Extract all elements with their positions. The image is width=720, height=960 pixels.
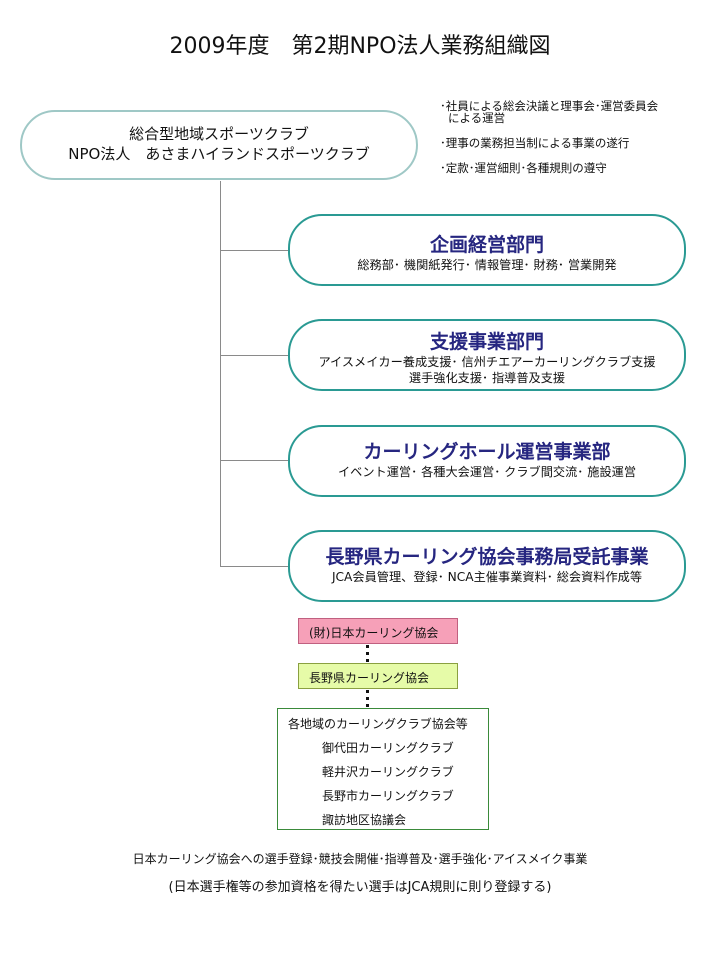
governance-notes: ･社員による総会決議と理事会･運営委員会 による運営 ･理事の業務担当制による事…	[440, 100, 658, 187]
dotted-connector	[366, 645, 372, 662]
department-desc: 選手強化支援･ 指導普及支援	[408, 371, 566, 385]
root-organization-box: 総合型地域スポーツクラブ NPO法人 あさまハイランドスポーツクラブ	[20, 110, 418, 180]
local-club-item: 軽井沢カーリングクラブ	[322, 765, 454, 779]
footer-line-1: 日本カーリング協会への選手登録･競技会開催･指導普及･選手強化･アイスメイク事業	[132, 852, 588, 866]
note-item: ･定款･運営細則･各種規則の遵守	[440, 161, 607, 175]
root-line-2: NPO法人 あさまハイランドスポーツクラブ	[68, 145, 370, 163]
branch-connector	[220, 250, 288, 251]
note-item: ･社員による総会決議と理事会･運営委員会	[440, 99, 659, 113]
department-desc: JCA会員管理、登録･ NCA主催事業資料･ 総会資料作成等	[331, 570, 643, 584]
department-desc: アイスメイカー養成支援･ 信州チエアーカーリングクラブ支援	[318, 355, 656, 369]
note-item: ･理事の業務担当制による事業の遂行	[440, 136, 630, 150]
national-association-box: (財)日本カーリング協会	[298, 618, 458, 644]
footer-line-2: (日本選手権等の参加資格を得たい選手はJCA規則に則り登録する)	[168, 880, 552, 895]
root-line-1: 総合型地域スポーツクラブ	[129, 125, 309, 143]
local-club-item: 御代田カーリングクラブ	[322, 741, 454, 755]
page-title: 2009年度 第2期NPO法人業務組織図	[169, 34, 551, 59]
local-clubs-header: 各地域のカーリングクラブ協会等	[288, 717, 468, 731]
department-desc: 総務部･ 機関紙発行･ 情報管理･ 財務･ 営業開発	[357, 258, 617, 272]
prefectural-association-box: 長野県カーリング協会	[298, 663, 458, 689]
department-name: カーリングホール運営事業部	[363, 441, 611, 463]
department-support: 支援事業部門 アイスメイカー養成支援･ 信州チエアーカーリングクラブ支援 選手強…	[288, 319, 686, 391]
local-club-item: 長野市カーリングクラブ	[322, 789, 454, 803]
department-name: 長野県カーリング協会事務局受託事業	[325, 546, 649, 568]
department-curling-hall: カーリングホール運営事業部 イベント運営･ 各種大会運営･ クラブ間交流･ 施設…	[288, 425, 686, 497]
department-name: 支援事業部門	[429, 331, 544, 353]
department-name: 企画経営部門	[429, 234, 544, 256]
department-nagano-secretariat: 長野県カーリング協会事務局受託事業 JCA会員管理、登録･ NCA主催事業資料･…	[288, 530, 686, 602]
branch-connector	[220, 355, 288, 356]
branch-connector	[220, 566, 288, 567]
department-desc: イベント運営･ 各種大会運営･ クラブ間交流･ 施設運営	[337, 465, 637, 479]
local-clubs-box: 各地域のカーリングクラブ協会等 御代田カーリングクラブ 軽井沢カーリングクラブ …	[277, 708, 489, 830]
branch-connector	[220, 460, 288, 461]
local-club-item: 諏訪地区協議会	[322, 813, 407, 827]
department-planning: 企画経営部門 総務部･ 機関紙発行･ 情報管理･ 財務･ 営業開発	[288, 214, 686, 286]
trunk-connector	[220, 181, 221, 566]
dotted-connector	[366, 690, 372, 707]
note-item: による運営	[448, 111, 506, 125]
